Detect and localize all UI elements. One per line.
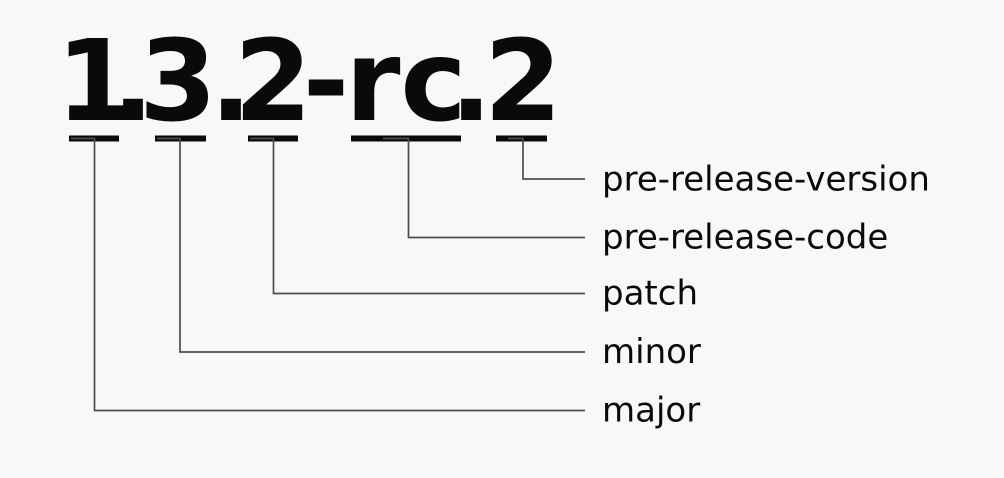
connector-minor [157,137,585,353]
connector-patch [250,137,585,295]
label-major: major [602,391,700,431]
version-separator-dot: . [450,17,493,147]
label-pre-release-code: pre-release-code [602,218,888,258]
version-segment-patch: 2 [234,17,312,147]
version-segment-minor: 3 [139,17,217,147]
version-separator-dot: . [112,17,155,147]
version-separator-hyphen: - [303,17,349,147]
label-patch: patch [602,274,698,314]
connector-pre-release-code [383,137,585,239]
label-pre-release-version: pre-release-version [602,160,930,200]
version-separator-dot: . [210,17,253,147]
annotation-labels: pre-release-version pre-release-code pat… [602,160,930,431]
version-string: 1 . 3 . 2 - rc . 2 [56,17,562,147]
connector-major [71,137,585,412]
label-minor: minor [602,332,701,372]
version-segment-pre-release-code: rc [345,17,467,147]
version-segment-major: 1 [56,17,134,147]
version-segment-pre-release-version: 2 [484,17,562,147]
connector-lines [71,137,585,412]
connector-pre-release-version [508,137,585,180]
